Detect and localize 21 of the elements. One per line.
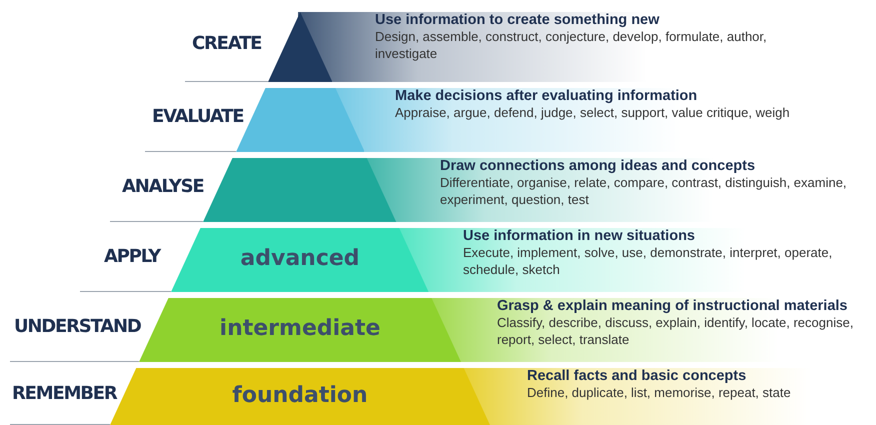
verb-list: Define, duplicate, list, memorise, repeat, state — [526, 384, 872, 401]
tier-heading: Grasp & explain meaning of instructional materials — [496, 298, 848, 314]
tier-heading: Use information in new situations — [462, 228, 696, 244]
level-label: ANALYSE — [122, 176, 204, 197]
verb-list: Execute, implement, solve, use, demonstrate, interpret, operate, schedule, sketch — [462, 244, 833, 278]
level-label: APPLY — [104, 246, 160, 267]
level-label: REMEMBER — [12, 382, 117, 404]
tier-heading: Use information to create something new — [374, 12, 660, 28]
tier-heading: Draw connections among ideas and concepts — [440, 158, 756, 174]
level-label: EVALUATE — [152, 106, 244, 127]
verb-list: Design, assemble, construct, conjecture, develop, formulate, author, investigate — [374, 28, 780, 62]
tier-heading: Make decisions after evaluating information — [394, 88, 698, 104]
verb-list: Appraise, argue, defend, judge, select, support, value critique, weigh — [394, 104, 855, 121]
tier-heading: Recall facts and basic concepts — [526, 368, 748, 384]
tier-label: intermediate — [220, 316, 380, 341]
level-label: UNDERSTAND — [14, 316, 141, 337]
verb-list: Differentiate, organise, relate, compare, contrast, distinguish, examine, experiment, question, test — [440, 174, 870, 208]
verb-list: Classify, describe, discuss, explain, identify, locate, recognise, report, select, translate — [496, 314, 875, 348]
tier-label: foundation — [232, 382, 368, 408]
level-label: CREATE — [192, 33, 262, 54]
tier-label: advanced — [240, 246, 360, 271]
